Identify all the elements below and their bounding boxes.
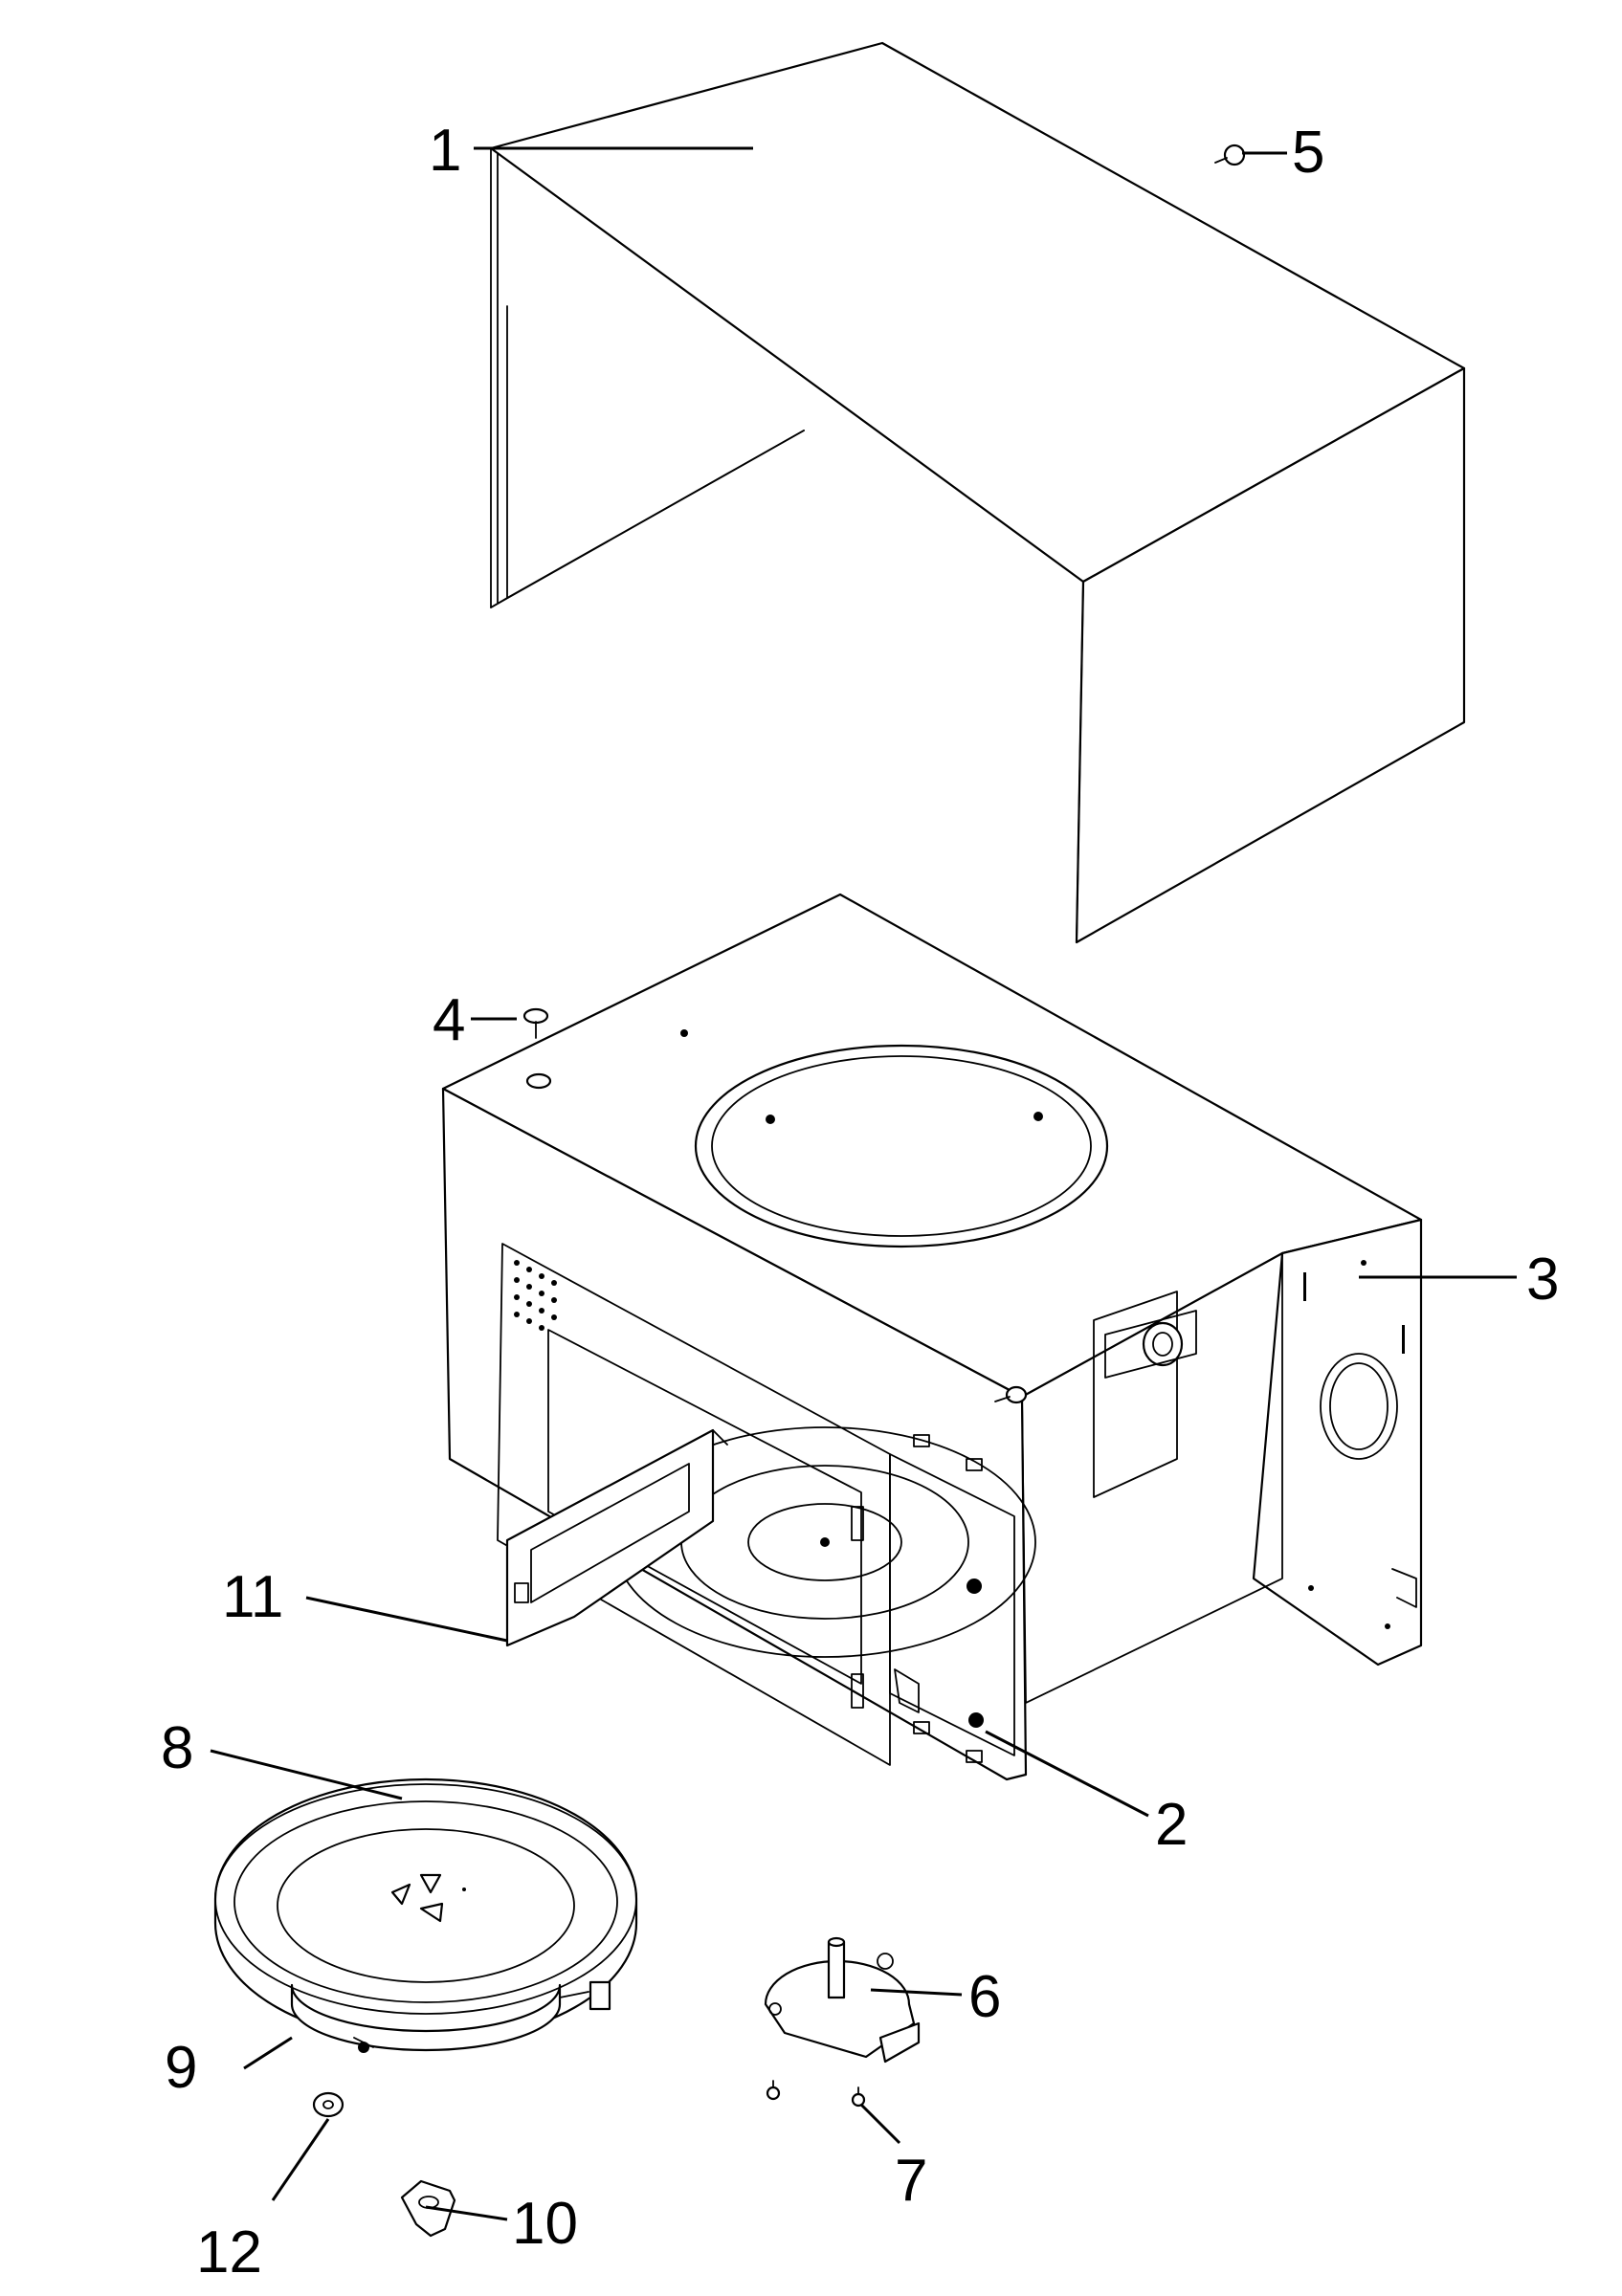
motor-screws-part	[766, 2080, 866, 2108]
callout-7: 7	[895, 2148, 927, 2214]
callout-8: 8	[161, 1715, 193, 1781]
outer-cabinet-part	[489, 41, 1466, 944]
turntable-tray-part	[213, 1777, 638, 2044]
leader-lines	[210, 146, 1517, 2221]
washer-part	[312, 2091, 344, 2118]
callout-9: 9	[165, 2035, 197, 2101]
vent-holes	[514, 1260, 557, 1331]
callout-11: 11	[222, 1564, 283, 1630]
oven-cavity-part	[441, 893, 1423, 1781]
screw-part-5	[1214, 144, 1246, 166]
screw-part-4	[522, 1007, 549, 1039]
callout-5: 5	[1292, 120, 1324, 186]
roller-ring-part	[290, 1980, 611, 2053]
callout-10: 10	[512, 2191, 578, 2257]
callout-4: 4	[433, 987, 465, 1053]
callout-12: 12	[196, 2219, 262, 2285]
callout-6: 6	[968, 1964, 1001, 2030]
waveguide-cover-part	[505, 1428, 728, 1647]
callout-3: 3	[1526, 1247, 1559, 1313]
callout-labels: 1 5 4 3 11 2 8 6 9 7 12 10	[161, 118, 1559, 2285]
callout-1: 1	[429, 118, 461, 184]
callout-2: 2	[1155, 1792, 1188, 1858]
turntable-motor-part	[764, 1936, 921, 2064]
